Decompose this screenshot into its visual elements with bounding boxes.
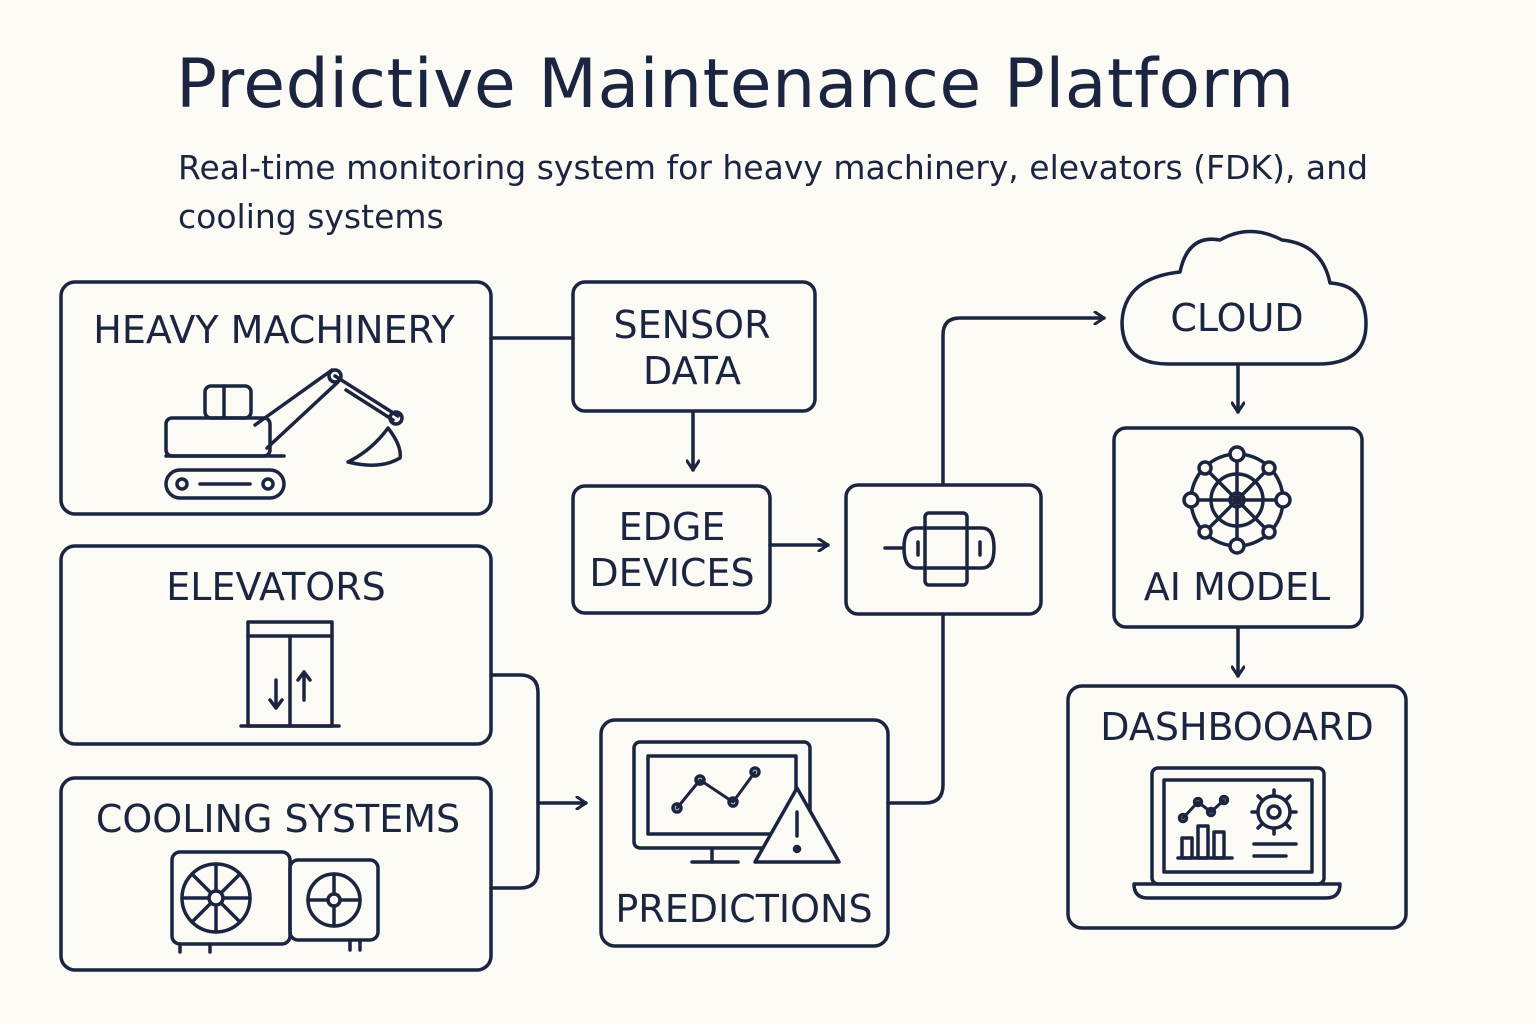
node-sensor-data-box bbox=[571, 280, 817, 413]
node-gateway-box bbox=[844, 483, 1043, 616]
neural-network-icon bbox=[1182, 445, 1292, 555]
node-heavy-machinery-box bbox=[59, 280, 493, 516]
connectors bbox=[489, 318, 1238, 890]
node-predictions-label: PREDICTIONS bbox=[615, 887, 872, 931]
connector-gateway-cloud bbox=[941, 318, 1106, 487]
node-sensor-data: SENSOR DATA bbox=[571, 280, 817, 413]
gateway-device-icon bbox=[883, 511, 996, 587]
connector-gateway-predictions bbox=[886, 612, 945, 805]
node-dashboard: DASHBOOARD bbox=[1066, 684, 1408, 930]
node-heavy-machinery-label: HEAVY MACHINERY bbox=[93, 308, 455, 352]
cloud-icon bbox=[1120, 229, 1368, 366]
laptop-dashboard-icon bbox=[1132, 766, 1342, 900]
node-elevators-label: ELEVATORS bbox=[166, 565, 385, 609]
node-cloud: CLOUD bbox=[1120, 229, 1368, 366]
node-predictions-box bbox=[599, 718, 890, 948]
node-predictions: PREDICTIONS bbox=[599, 718, 890, 948]
node-cooling-systems-label: COOLING SYSTEMS bbox=[96, 797, 460, 841]
node-ai-model-box bbox=[1112, 426, 1364, 629]
node-edge-devices-label-line-1: EDGE bbox=[619, 505, 726, 549]
node-elevators-box bbox=[59, 544, 493, 746]
node-cooling-systems: COOLING SYSTEMS bbox=[59, 776, 493, 972]
monitor-alert-icon bbox=[632, 740, 841, 864]
node-edge-devices: EDGE DEVICES bbox=[571, 484, 772, 615]
node-heavy-machinery: HEAVY MACHINERY bbox=[59, 280, 493, 516]
node-elevators: ELEVATORS bbox=[59, 544, 493, 746]
elevator-icon bbox=[239, 620, 341, 728]
node-sensor-data-label-line-1: SENSOR bbox=[614, 303, 771, 347]
air-conditioner-icon bbox=[170, 850, 380, 954]
node-edge-devices-label-line-2: DEVICES bbox=[589, 551, 754, 595]
node-dashboard-box bbox=[1066, 684, 1408, 930]
connector-elevators-predictions bbox=[489, 673, 588, 803]
connector-cooling-predictions bbox=[489, 801, 540, 890]
node-edge-devices-box bbox=[571, 484, 772, 615]
node-gateway bbox=[844, 483, 1043, 616]
node-ai-model-label: AI MODEL bbox=[1144, 565, 1330, 609]
node-dashboard-label: DASHBOOARD bbox=[1100, 705, 1374, 749]
node-cloud-label: CLOUD bbox=[1170, 296, 1303, 340]
excavator-icon bbox=[164, 368, 404, 500]
node-cooling-systems-box bbox=[59, 776, 493, 972]
page-title: Predictive Maintenance Platform bbox=[176, 45, 1295, 124]
page-subtitle: Real-time monitoring system for heavy ma… bbox=[178, 148, 1369, 236]
node-sensor-data-label-line-2: DATA bbox=[643, 349, 741, 393]
node-ai-model: AI MODEL bbox=[1112, 426, 1364, 629]
